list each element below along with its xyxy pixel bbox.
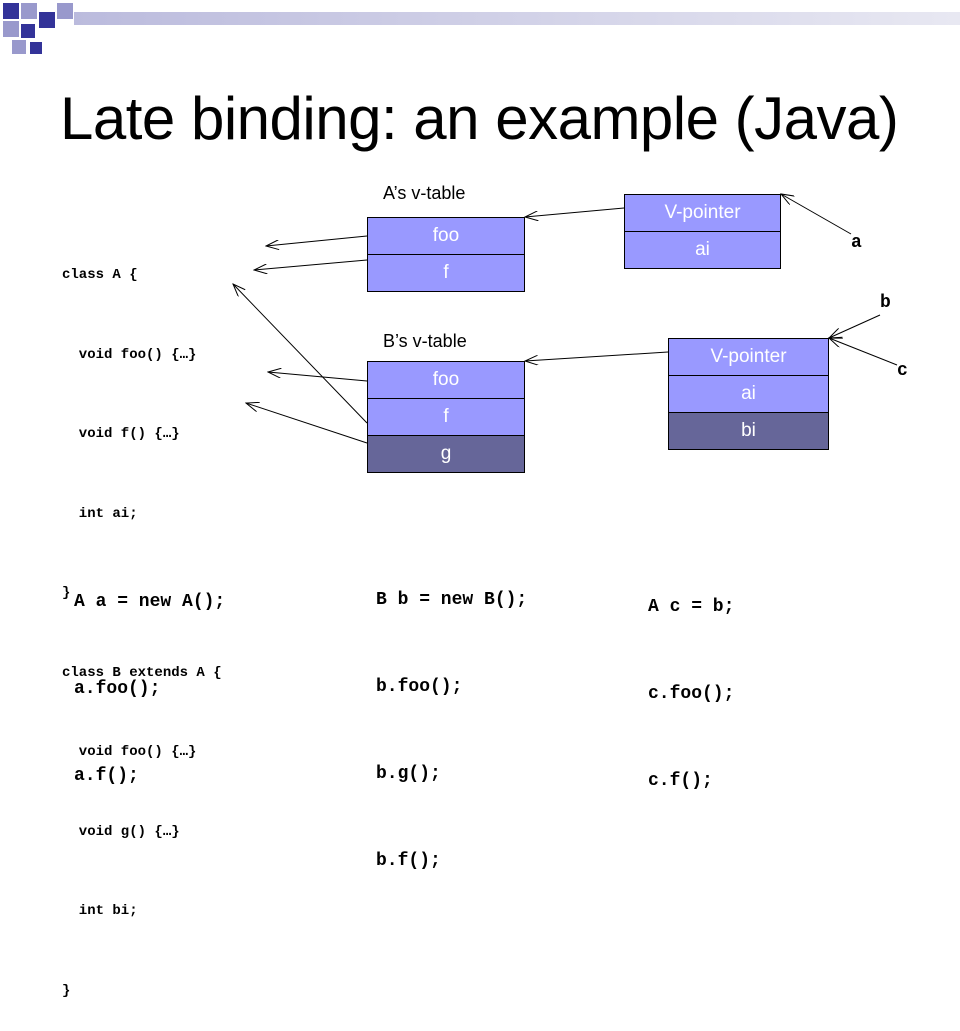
arrow-object-a-to-vtable-a: [525, 207, 625, 217]
usage-code-a: A a = new A(); a.foo(); a.f();: [74, 530, 225, 820]
object-a-ai-cell: ai: [624, 231, 781, 269]
corner-square-light-2: [57, 3, 73, 19]
arrow-var-a-to-object-a: [781, 194, 852, 235]
usage-code-b: B b = new B(); b.foo(); b.g(); b.f();: [376, 528, 527, 905]
corner-square-light-1: [21, 3, 37, 19]
code-line: int bi;: [62, 903, 138, 919]
code-line: b.f();: [376, 851, 441, 871]
vtable-b-f-cell: f: [367, 398, 525, 436]
corner-square-light-3: [3, 21, 19, 37]
vtable-b-g-cell: g: [367, 435, 525, 473]
code-line: a.f();: [74, 766, 139, 786]
usage-code-c: A c = b; c.foo(); c.f();: [648, 535, 734, 825]
arrow-vtable-a-foo-to-a-foo: [266, 235, 368, 246]
arrow-vtable-b-g-to-b-g: [246, 403, 368, 444]
code-line: class B extends A {: [62, 664, 222, 681]
corner-square-dark-3: [21, 24, 35, 38]
corner-square-dark-4: [30, 42, 42, 54]
corner-square-dark-1: [3, 3, 19, 19]
code-line: c.foo();: [648, 684, 735, 704]
variable-c-label: c: [897, 361, 908, 381]
corner-square-dark-2: [39, 12, 55, 28]
code-line: }: [62, 585, 71, 601]
code-line: }: [62, 982, 71, 999]
code-line: void g() {…}: [62, 823, 180, 840]
header-bar: [74, 12, 960, 25]
pointer-arrows: [0, 0, 898, 444]
code-line: b.g();: [376, 764, 441, 784]
code-line: a.foo();: [74, 679, 161, 699]
code-line: A a = new A();: [74, 592, 226, 612]
code-line: A c = b;: [648, 597, 735, 617]
vtable-a-label: A’s v-table: [383, 183, 466, 203]
code-line: void foo() {…}: [62, 346, 197, 363]
arrow-vtable-b-foo-to-b-foo: [268, 372, 368, 382]
corner-square-light-4: [12, 40, 26, 54]
code-line: c.f();: [648, 771, 713, 791]
code-line: void f() {…}: [62, 426, 180, 442]
code-line: B b = new B();: [376, 590, 528, 610]
arrow-var-b-to-object-b: [829, 314, 881, 338]
arrow-vtable-b-f-to-a-f: [233, 284, 368, 424]
code-line: b.foo();: [376, 677, 463, 697]
object-b-bi-cell: bi: [668, 412, 829, 450]
object-b-vpointer-cell: V-pointer: [668, 338, 829, 376]
arrow-object-b-to-vtable-b: [525, 351, 669, 361]
vtable-b-label: B’s v-table: [383, 331, 467, 351]
arrow-var-c-to-object-b: [829, 338, 898, 366]
object-a-vpointer-cell: V-pointer: [624, 194, 781, 232]
variable-a-label: a: [851, 233, 862, 253]
arrow-vtable-a-f-to-a-f: [254, 259, 368, 270]
vtable-b-foo-cell: foo: [367, 361, 525, 399]
variable-b-label: b: [880, 293, 891, 313]
slide-title: Late binding: an example (Java): [60, 85, 899, 152]
vtable-a-f-cell: f: [367, 254, 525, 292]
code-line: class A {: [62, 267, 138, 283]
code-line: int ai;: [62, 505, 138, 522]
